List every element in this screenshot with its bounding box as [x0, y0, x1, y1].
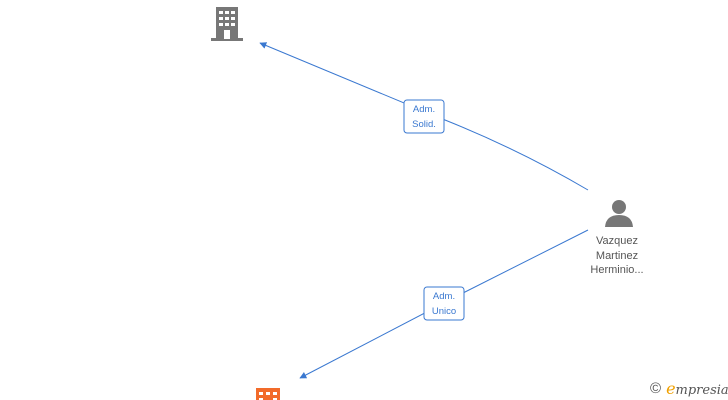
edge-label-line: Adm.	[433, 291, 455, 302]
edge-label-line: Adm.	[413, 104, 435, 115]
person-name-line: Martinez	[595, 249, 639, 262]
edge-label-line: Unico	[432, 306, 456, 317]
building-icon	[211, 7, 243, 41]
brand-logo-initial: e	[666, 378, 676, 398]
copyright-icon: ©	[650, 379, 662, 397]
edge-line-adm-solid	[259, 42, 589, 191]
edge-label-line: Solid.	[412, 119, 436, 130]
brand-logo: empresia	[666, 379, 728, 398]
watermark: © empresia	[650, 378, 728, 398]
company-node-top[interactable]	[211, 7, 243, 41]
person-name-line: Vazquez	[596, 235, 638, 247]
person-name-label[interactable]: Vazquez Martinez Herminio...	[577, 234, 657, 278]
company-node-bottom[interactable]	[256, 388, 280, 400]
edge-label-adm-unico[interactable]: Adm. Unico	[423, 286, 465, 321]
building-icon	[256, 388, 280, 400]
edge-line-adm-unico	[299, 229, 589, 379]
person-icon	[605, 200, 633, 227]
brand-logo-text: mpresia	[675, 382, 728, 398]
edge-label-adm-solid[interactable]: Adm. Solid.	[403, 99, 445, 134]
person-node[interactable]	[605, 200, 633, 227]
person-name-line: Herminio...	[590, 264, 644, 276]
